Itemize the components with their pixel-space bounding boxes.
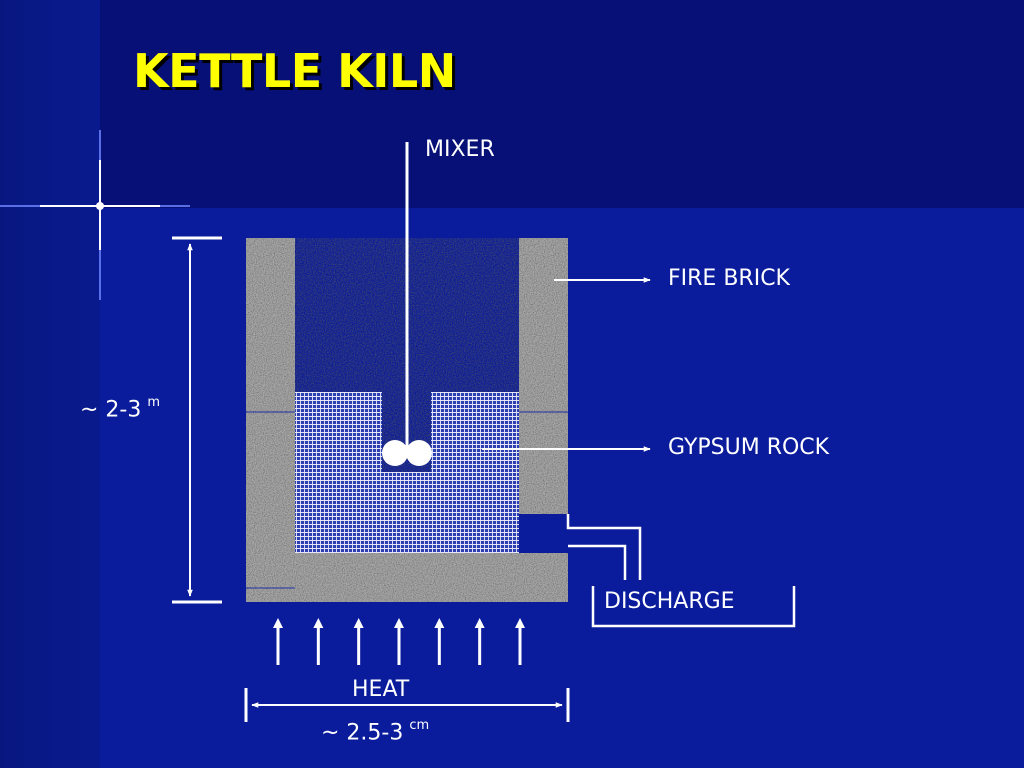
heat-arrow-head xyxy=(273,618,283,628)
gypsum-rock-fill xyxy=(295,392,519,553)
heat-label: HEAT xyxy=(352,677,410,702)
width-dimension xyxy=(244,688,570,722)
heat-arrow-head xyxy=(353,618,364,628)
heat-arrows xyxy=(273,618,525,665)
sparkle-decoration xyxy=(0,130,190,300)
discharge-outlet xyxy=(519,514,642,580)
heat-arrow-head xyxy=(474,618,485,628)
header-band xyxy=(0,0,1024,208)
mixer-label: MIXER xyxy=(425,137,495,162)
heat-arrow-head xyxy=(434,618,445,628)
discharge-bracket xyxy=(591,586,796,628)
height-unit: m xyxy=(147,395,161,410)
discharge-label: DISCHARGE xyxy=(604,589,735,614)
width-value: ~ 2.5-3 xyxy=(321,720,404,746)
left-band xyxy=(0,0,100,768)
height-dimension xyxy=(172,236,222,604)
width-unit: cm xyxy=(409,718,430,733)
gypsum-rock-label: GYPSUM ROCK xyxy=(668,435,830,460)
slide-title: KETTLE KILN xyxy=(133,44,456,98)
mixer xyxy=(382,142,432,466)
width-dimension-label: ~ 2.5-3 cm xyxy=(321,718,430,746)
height-value: ~ 2-3 xyxy=(80,397,142,423)
heat-arrow-head xyxy=(515,618,525,628)
heat-arrow-head xyxy=(394,618,404,628)
fire-brick-walls xyxy=(246,238,568,602)
brick-seams xyxy=(246,411,568,589)
heat-arrow-head xyxy=(313,618,324,628)
fire-brick-label: FIRE BRICK xyxy=(668,266,790,291)
height-dimension-label: ~ 2-3 m xyxy=(80,395,161,423)
